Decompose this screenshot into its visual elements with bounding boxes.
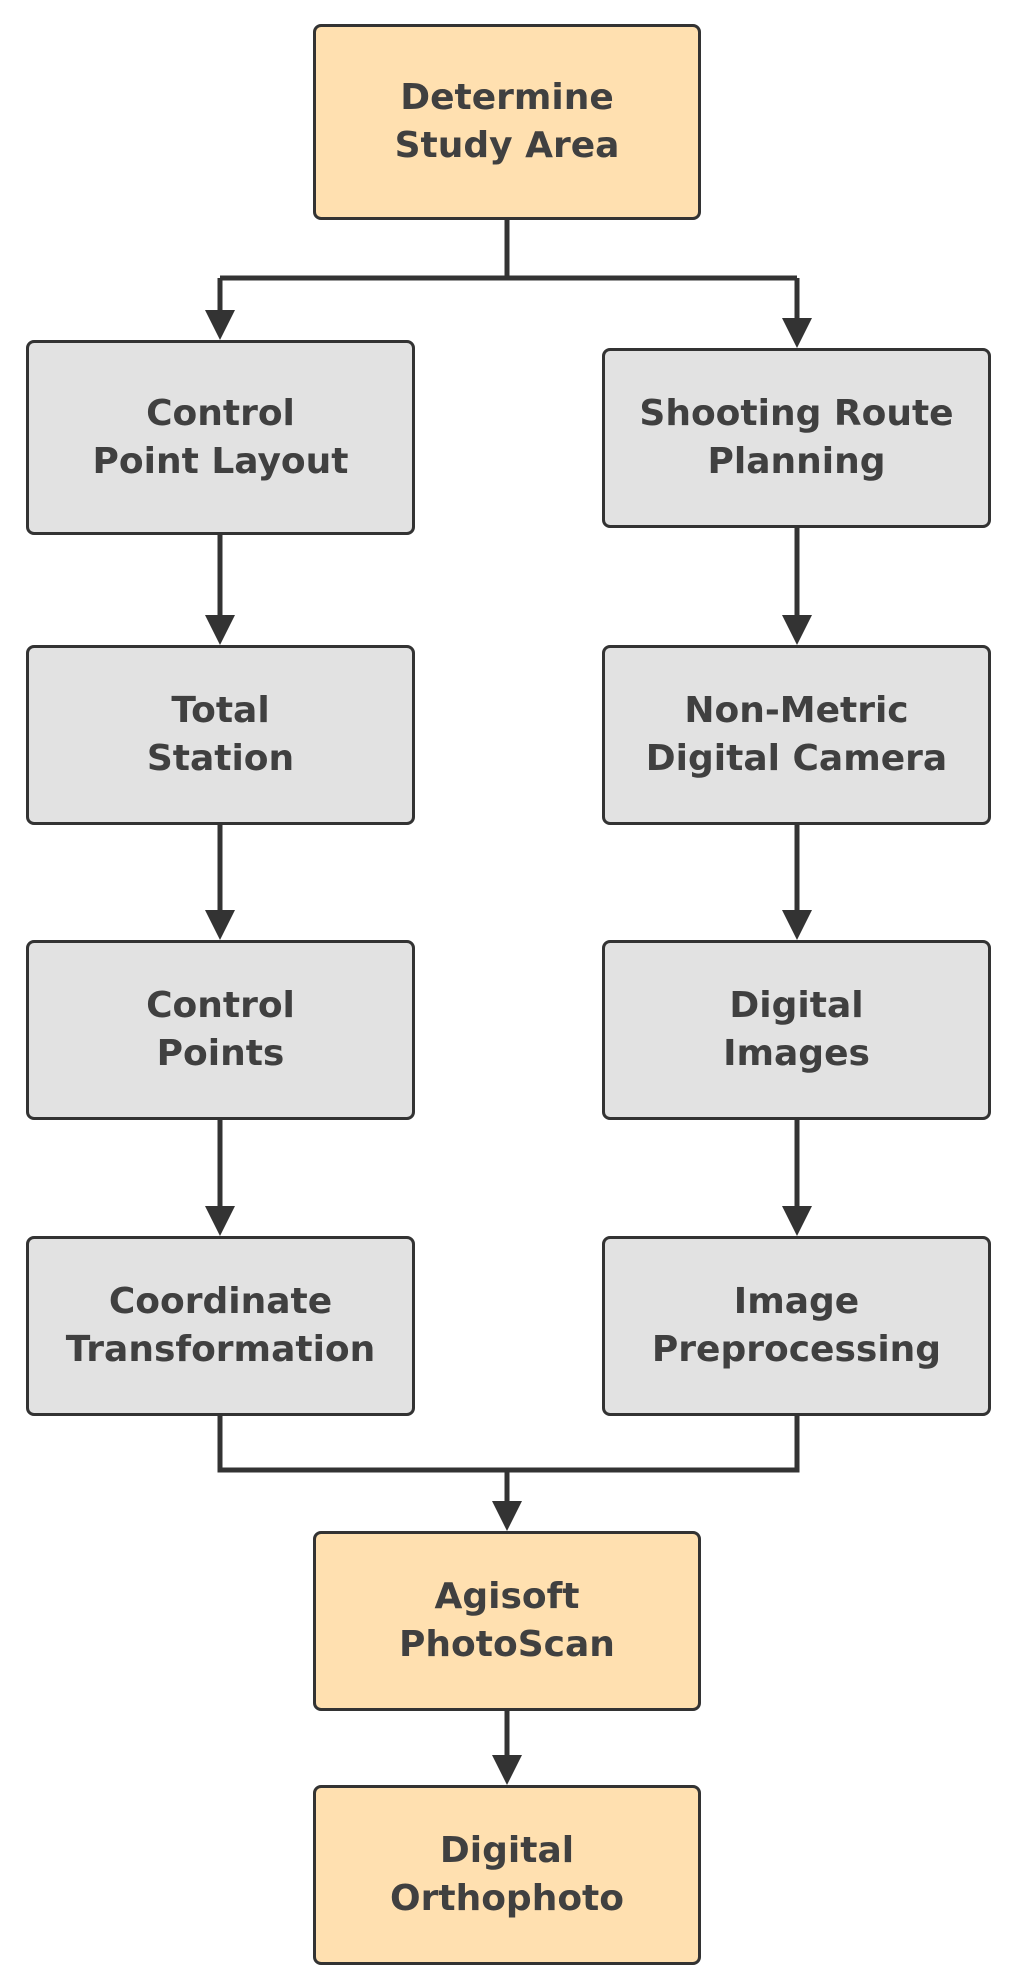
box-label-line: Digital bbox=[729, 985, 864, 1026]
box-label-line: Control bbox=[146, 985, 295, 1026]
arrowhead bbox=[492, 1755, 522, 1785]
box-label-line: Non-Metric bbox=[684, 690, 909, 731]
arrowhead bbox=[205, 615, 235, 645]
arrowhead bbox=[782, 1206, 812, 1236]
box-label-line: PhotoScan bbox=[399, 1624, 615, 1665]
box-label-line: Determine bbox=[400, 77, 614, 118]
arrowhead bbox=[492, 1501, 522, 1531]
arrowhead bbox=[205, 310, 235, 340]
box-label-line: Images bbox=[723, 1033, 870, 1074]
box-label-line: Preprocessing bbox=[651, 1329, 942, 1370]
connector-merge bbox=[217, 1416, 800, 1473]
box-label-line: Station bbox=[146, 738, 295, 779]
box-label-line: Digital Camera bbox=[645, 738, 948, 779]
arrowhead bbox=[782, 910, 812, 940]
box-label-line: Study Area bbox=[394, 125, 620, 166]
box-label-line: Planning bbox=[707, 441, 886, 482]
box-label-line: Orthophoto bbox=[390, 1878, 624, 1919]
box-label-line: Transformation bbox=[65, 1329, 376, 1370]
box-label-line: Shooting Route bbox=[639, 393, 954, 434]
box-label-line: Point Layout bbox=[92, 440, 349, 482]
box-label-line: Coordinate bbox=[108, 1281, 333, 1322]
arrowhead bbox=[782, 318, 812, 348]
box-label-line: Points bbox=[156, 1033, 285, 1074]
box-label-line: Control bbox=[146, 392, 295, 434]
box-label-line: Agisoft bbox=[434, 1576, 580, 1617]
box-label-line: Total bbox=[171, 690, 270, 731]
arrowhead bbox=[205, 1206, 235, 1236]
arrowhead bbox=[205, 910, 235, 940]
arrowhead bbox=[782, 615, 812, 645]
box-label-line: Digital bbox=[439, 1830, 575, 1871]
box-label-line: Image bbox=[733, 1281, 860, 1322]
